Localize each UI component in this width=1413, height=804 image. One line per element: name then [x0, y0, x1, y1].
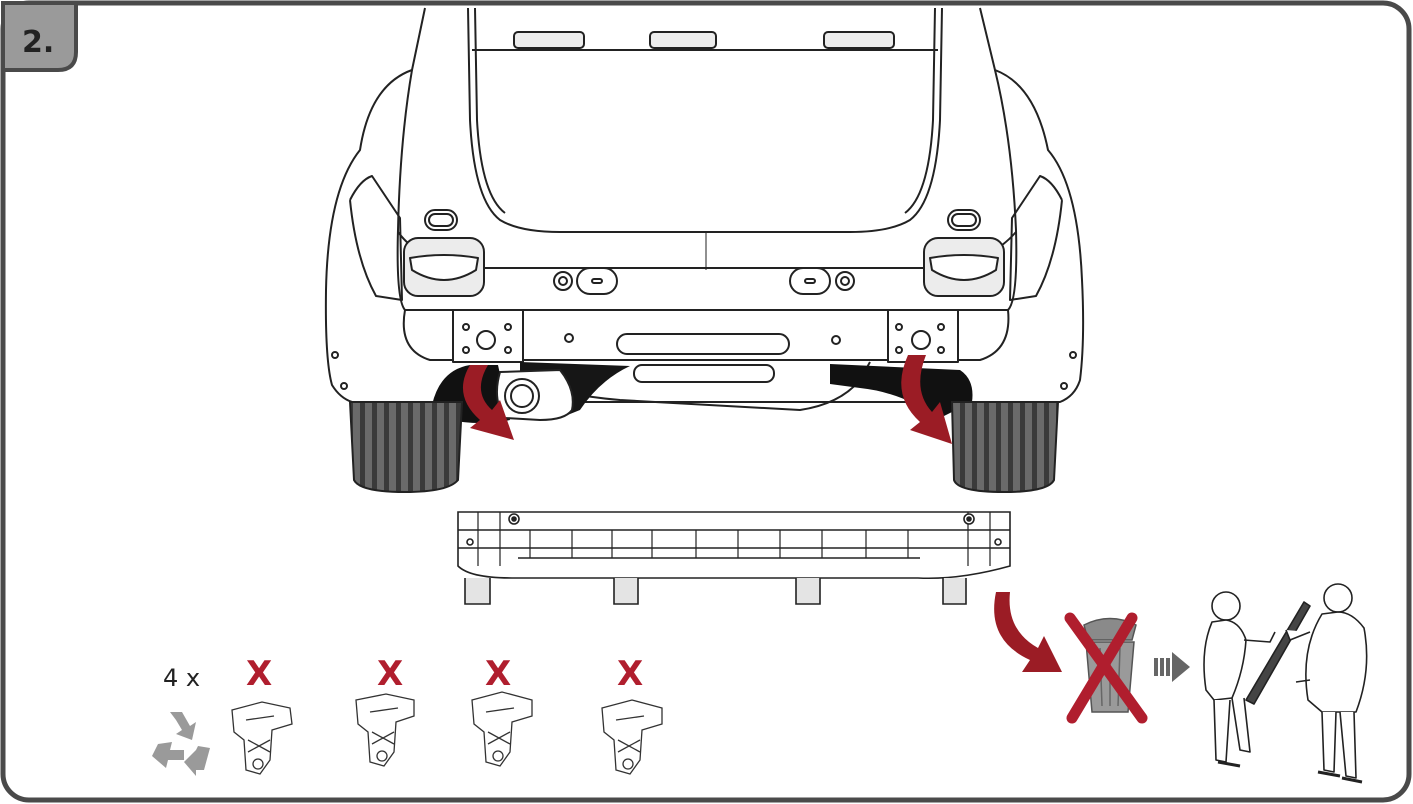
removal-arrow-right	[901, 355, 952, 444]
car-rear	[324, 7, 1085, 411]
rear-crossmember	[457, 511, 1011, 605]
removal-arrow-left	[462, 365, 514, 440]
discard-mark-4: X	[617, 654, 643, 694]
bracket-part-2	[355, 693, 415, 767]
step-badge: 2.	[1, 1, 78, 72]
tow-socket	[495, 368, 574, 422]
step-number: 2.	[22, 25, 54, 60]
discard-mark-2: X	[377, 654, 403, 694]
people-carrying-part	[1203, 583, 1368, 784]
quantity-label: 4 x	[163, 664, 200, 692]
discard-arrow	[994, 592, 1062, 672]
bracket-part-3	[471, 691, 533, 767]
rear-tire-left	[348, 401, 464, 494]
block-arrow-icon	[1154, 652, 1190, 682]
recycle-icon	[152, 712, 210, 776]
discard-mark-1: X	[246, 654, 272, 694]
bracket-part-4	[601, 699, 663, 775]
bracket-part-1	[231, 701, 293, 775]
rear-tire-right	[950, 401, 1060, 494]
discard-mark-3: X	[485, 654, 511, 694]
trash-bin-icon	[1064, 612, 1148, 724]
